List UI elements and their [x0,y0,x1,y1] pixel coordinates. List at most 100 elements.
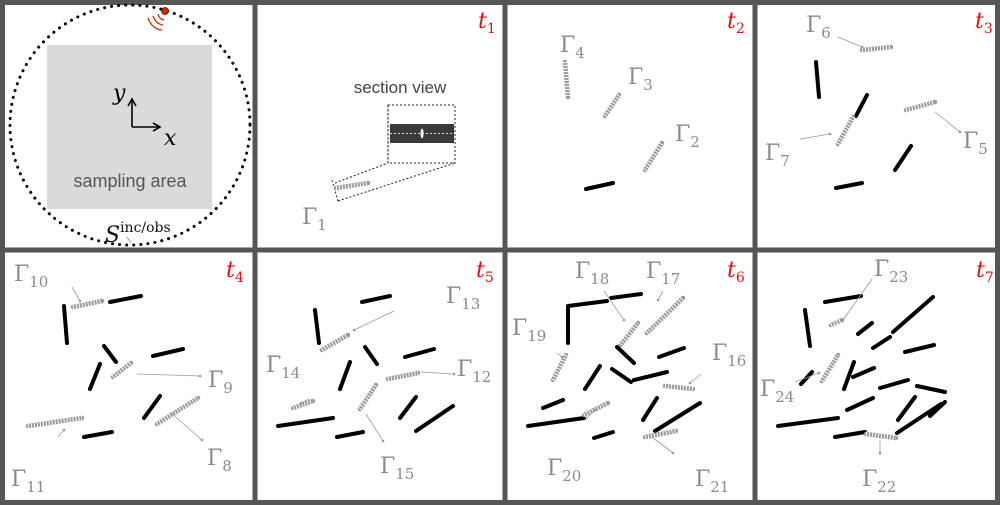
time-label-7: t7 [976,258,994,286]
leader-line [71,286,81,302]
crack-new [644,295,686,336]
crack-existing [82,430,114,439]
gamma-label-11: Γ11 [11,467,45,496]
crack-new [828,317,845,328]
crack-new [319,332,351,353]
surface-label: Sinc/obs [105,220,171,248]
crack-existing [871,335,892,350]
crack-new [835,114,856,147]
crack-new [662,383,696,392]
crack-existing [609,292,643,300]
gamma-label-24: Γ24 [760,377,794,406]
crack-existing [657,346,686,359]
crack-existing [851,366,876,379]
crack-existing [823,294,863,304]
gamma-label-18: Γ18 [575,259,609,288]
zoom-line-upper [334,105,389,184]
axis-x-label: x [164,126,177,151]
crack-existing [363,345,379,366]
crack-new [110,360,134,380]
crack-existing [403,347,436,359]
gamma-label-19: Γ19 [512,316,546,345]
crack-existing [583,364,602,391]
sampling-area-label: sampling area [73,171,187,191]
panel-t1: section view [331,78,456,202]
leader-line [584,409,596,421]
leader-line [136,373,201,377]
crack-existing [335,430,365,439]
crack-new [357,382,379,412]
crack-existing [653,401,702,433]
zoom-line-lower [337,162,456,202]
crack-existing [842,360,856,391]
crack-existing [102,344,118,364]
crack-new [290,398,316,411]
crack-existing [338,360,352,391]
leader-line [353,310,395,331]
leader-line [842,278,873,321]
gamma-label-1: Γ1 [302,205,327,234]
leader-lines [57,36,962,455]
source-antenna-icon [147,7,169,31]
gamma-label-5: Γ5 [963,129,988,158]
crack-new [642,140,665,173]
leader-line [365,413,384,442]
gamma-label-17: Γ17 [646,259,680,288]
gamma-label-20: Γ20 [547,456,581,485]
gamma-label-2: Γ2 [675,122,700,151]
crack-existing [584,181,615,191]
measurement-circle [8,3,252,247]
crack-new [333,180,371,191]
crack-existing [151,347,185,358]
leader-line [169,411,203,441]
crack-new [903,99,938,113]
gamma-label-12: Γ12 [457,357,491,386]
gamma-label-22: Γ22 [862,467,896,496]
gamma-label-15: Γ15 [380,454,414,483]
crack-existing [893,144,913,172]
crack-new [581,400,611,418]
crack-existing [414,404,455,433]
leader-line [934,111,961,133]
leader-line [651,436,674,454]
crack-existing [641,396,659,422]
crack-existing [845,396,875,412]
crack-new [385,370,421,382]
crack-existing [142,394,162,420]
crack-new [859,44,894,53]
gamma-label-21: Γ21 [695,467,729,496]
crack-new [70,298,105,310]
crack-existing [108,294,143,304]
crack-existing [632,370,669,382]
crack-existing [896,395,917,422]
crack-existing [891,295,935,334]
crack-existing [62,304,69,345]
time-label-4: t4 [226,258,244,286]
gamma-label-7: Γ7 [765,141,790,170]
crack-new [602,92,622,119]
section-view-label: section view [354,78,447,97]
crack-new [616,320,641,350]
time-label-2: t2 [727,9,745,37]
crack-existing [615,345,636,365]
crack-existing [834,181,864,190]
time-label-3: t3 [975,9,993,37]
surface-pointer [126,236,132,244]
crack-existing [895,402,943,435]
sampling-area [47,45,212,209]
crack-new [863,431,899,441]
crack-new [550,352,569,383]
crack-existing [541,398,565,410]
leader-line [794,372,820,383]
leader-line [300,398,310,404]
axis-y-label: y [112,81,126,106]
crack-existing [526,416,586,428]
leader-line [799,133,831,140]
leader-line [420,371,455,375]
crack-existing [398,395,418,420]
gamma-label-6: Γ6 [806,13,831,42]
crack-existing [776,416,840,428]
gamma-label-10: Γ10 [14,262,48,291]
